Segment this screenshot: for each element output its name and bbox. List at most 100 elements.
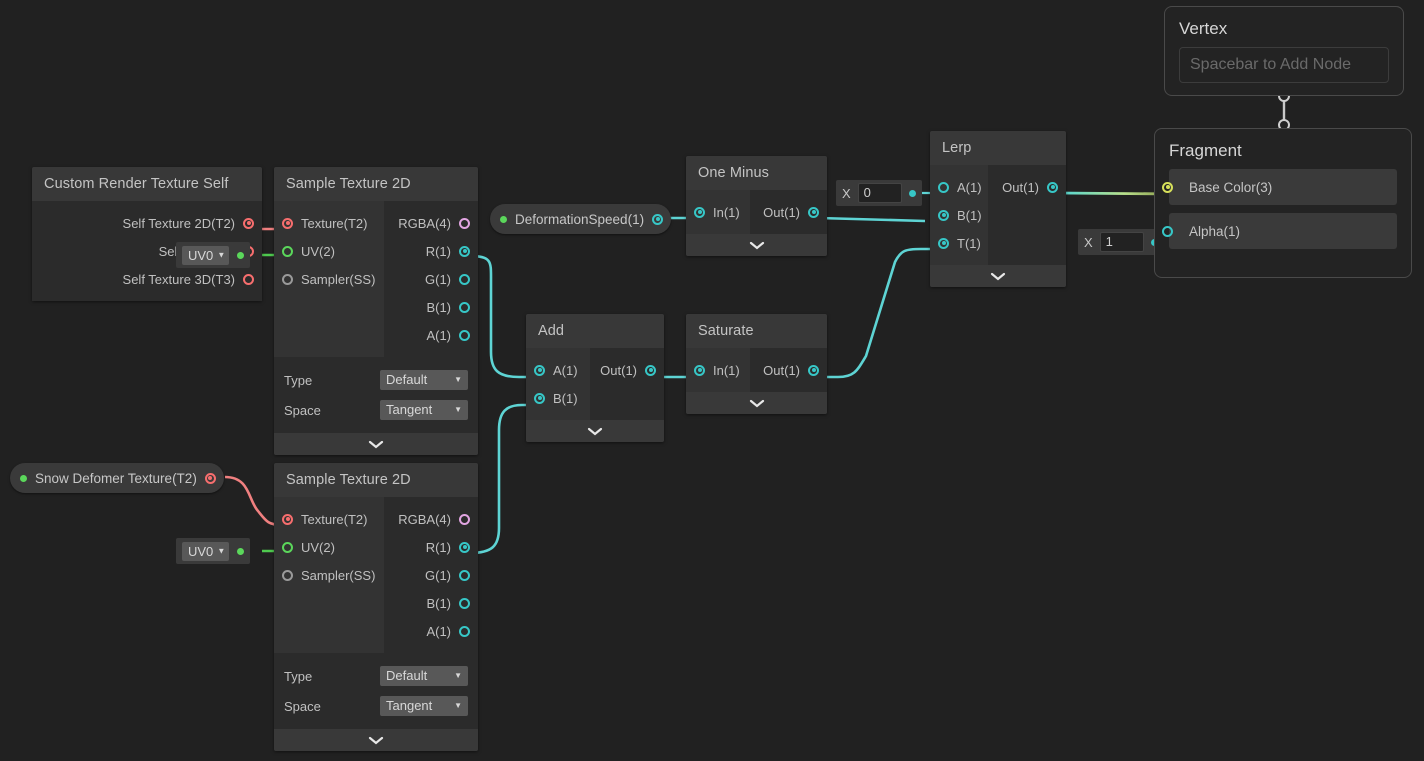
port-dot-float-icon[interactable] xyxy=(808,206,819,218)
output-port-out[interactable]: Out(1) xyxy=(590,356,664,384)
node-one-minus[interactable]: One Minus In(1) Out(1) xyxy=(686,156,827,256)
port-dot-float-icon[interactable] xyxy=(459,301,470,313)
port-dot-texture2d-icon[interactable] xyxy=(243,217,254,229)
space-dropdown[interactable]: Tangent ▼ xyxy=(380,400,468,420)
port-dot-float-icon[interactable] xyxy=(459,597,470,609)
setting-space[interactable]: Space Tangent ▼ xyxy=(284,693,468,719)
output-port-b[interactable]: B(1) xyxy=(384,589,478,617)
value-slot-dot-icon[interactable] xyxy=(908,189,916,197)
collapse-toggle[interactable] xyxy=(274,433,478,455)
block-alpha[interactable]: Alpha(1) xyxy=(1162,213,1397,249)
output-port-r[interactable]: R(1) xyxy=(384,237,478,265)
input-port-sampler[interactable]: Sampler(SS) xyxy=(274,265,384,293)
block-base-color[interactable]: Base Color(3) xyxy=(1162,169,1397,205)
port-dot-float-icon[interactable] xyxy=(938,237,949,249)
input-port-b[interactable]: B(1) xyxy=(526,384,590,412)
port-dot-sampler-icon[interactable] xyxy=(282,569,293,581)
block-port-dot-float-icon[interactable] xyxy=(1162,225,1173,237)
uv-slot-dot-icon[interactable] xyxy=(237,547,245,555)
property-output-dot-float-icon[interactable] xyxy=(652,213,664,225)
port-dot-uv-icon[interactable] xyxy=(282,541,293,553)
port-dot-float-icon[interactable] xyxy=(938,209,949,221)
type-dropdown[interactable]: Default ▼ xyxy=(380,370,468,390)
vertex-empty-slot[interactable]: Spacebar to Add Node xyxy=(1179,47,1389,83)
node-lerp[interactable]: Lerp A(1) B(1) T(1) Out(1) xyxy=(930,131,1066,287)
space-dropdown[interactable]: Tangent ▼ xyxy=(380,696,468,716)
node-sample-texture-2d-top[interactable]: Sample Texture 2D Texture(T2) UV(2) Samp… xyxy=(274,167,478,455)
input-port-uv[interactable]: UV(2) xyxy=(274,533,384,561)
port-dot-uv-icon[interactable] xyxy=(282,245,293,257)
output-port-a[interactable]: A(1) xyxy=(384,617,478,645)
port-dot-float-icon[interactable] xyxy=(645,364,656,376)
node-saturate[interactable]: Saturate In(1) Out(1) xyxy=(686,314,827,414)
output-port-out[interactable]: Out(1) xyxy=(988,173,1066,201)
collapse-toggle[interactable] xyxy=(930,265,1066,287)
setting-space[interactable]: Space Tangent ▼ xyxy=(284,397,468,423)
collapse-toggle[interactable] xyxy=(526,420,664,442)
input-port-a[interactable]: A(1) xyxy=(930,173,988,201)
port-dot-float-icon[interactable] xyxy=(459,329,470,341)
output-port-r[interactable]: R(1) xyxy=(384,533,478,561)
uv-channel-dropdown-bottom[interactable]: UV0 ▼ xyxy=(182,541,230,561)
output-port-g[interactable]: G(1) xyxy=(384,561,478,589)
port-dot-float-icon[interactable] xyxy=(459,541,470,553)
property-deformation-speed[interactable]: DeformationSpeed(1) xyxy=(490,204,672,234)
uv-slot-bottom[interactable]: UV0 ▼ xyxy=(176,538,251,564)
port-dot-float-icon[interactable] xyxy=(459,273,470,285)
output-port-b[interactable]: B(1) xyxy=(384,293,478,321)
output-port-rgba[interactable]: RGBA(4) xyxy=(384,505,478,533)
port-dot-texture-icon[interactable] xyxy=(282,513,293,525)
collapse-toggle[interactable] xyxy=(686,234,827,256)
port-dot-float-icon[interactable] xyxy=(534,392,545,404)
input-port-in[interactable]: In(1) xyxy=(686,198,750,226)
value-slot-lerp-a[interactable]: X 0 xyxy=(836,180,922,206)
port-dot-float-icon[interactable] xyxy=(1047,181,1058,193)
input-port-sampler[interactable]: Sampler(SS) xyxy=(274,561,384,589)
port-dot-texture3d-icon[interactable] xyxy=(243,273,254,285)
port-dot-float-icon[interactable] xyxy=(534,364,545,376)
output-port-out[interactable]: Out(1) xyxy=(750,356,827,384)
input-port-a[interactable]: A(1) xyxy=(526,356,590,384)
output-port-out[interactable]: Out(1) xyxy=(750,198,827,226)
alpha-value-input[interactable]: 1 xyxy=(1099,232,1144,252)
node-add[interactable]: Add A(1) B(1) Out(1) xyxy=(526,314,664,442)
output-port-a[interactable]: A(1) xyxy=(384,321,478,349)
port-dot-float-icon[interactable] xyxy=(459,569,470,581)
uv-slot-top[interactable]: UV0 ▼ xyxy=(176,242,251,268)
uv-slot-dot-icon[interactable] xyxy=(237,251,245,259)
port-dot-vector4-icon[interactable] xyxy=(459,513,470,525)
output-port-self-texture-3d[interactable]: Self Texture 3D(T3) xyxy=(32,265,262,293)
type-dropdown[interactable]: Default ▼ xyxy=(380,666,468,686)
node-sample-texture-2d-bottom[interactable]: Sample Texture 2D Texture(T2) UV(2) Samp… xyxy=(274,463,478,751)
input-port-texture[interactable]: Texture(T2) xyxy=(274,505,384,533)
output-port-rgba[interactable]: RGBA(4) xyxy=(384,209,478,237)
port-dot-float-icon[interactable] xyxy=(808,364,819,376)
property-snow-deformer-texture[interactable]: Snow Defomer Texture(T2) xyxy=(10,463,224,493)
port-dot-vector4-icon[interactable] xyxy=(459,217,470,229)
input-port-b[interactable]: B(1) xyxy=(930,201,988,229)
collapse-toggle[interactable] xyxy=(686,392,827,414)
port-dot-float-icon[interactable] xyxy=(459,245,470,257)
value-slot-alpha[interactable]: X 1 xyxy=(1078,229,1164,255)
input-port-uv[interactable]: UV(2) xyxy=(274,237,384,265)
port-dot-float-icon[interactable] xyxy=(694,206,705,218)
input-port-t[interactable]: T(1) xyxy=(930,229,988,257)
block-port-dot-color-icon[interactable] xyxy=(1162,181,1173,193)
master-node-fragment[interactable]: Fragment Base Color(3) Alpha(1) xyxy=(1154,128,1412,278)
input-port-in[interactable]: In(1) xyxy=(686,356,750,384)
node-custom-render-texture-self[interactable]: Custom Render Texture Self Self Texture … xyxy=(32,167,262,301)
lerp-a-value-input[interactable]: 0 xyxy=(857,183,902,203)
collapse-toggle[interactable] xyxy=(274,729,478,751)
port-dot-float-icon[interactable] xyxy=(938,181,949,193)
output-port-g[interactable]: G(1) xyxy=(384,265,478,293)
setting-type[interactable]: Type Default ▼ xyxy=(284,663,468,689)
property-output-dot-texture-icon[interactable] xyxy=(204,472,216,484)
input-port-texture[interactable]: Texture(T2) xyxy=(274,209,384,237)
port-dot-float-icon[interactable] xyxy=(459,625,470,637)
output-port-self-texture-2d[interactable]: Self Texture 2D(T2) xyxy=(32,209,262,237)
port-dot-texture-icon[interactable] xyxy=(282,217,293,229)
uv-channel-dropdown-top[interactable]: UV0 ▼ xyxy=(182,245,230,265)
port-dot-float-icon[interactable] xyxy=(694,364,705,376)
setting-type[interactable]: Type Default ▼ xyxy=(284,367,468,393)
